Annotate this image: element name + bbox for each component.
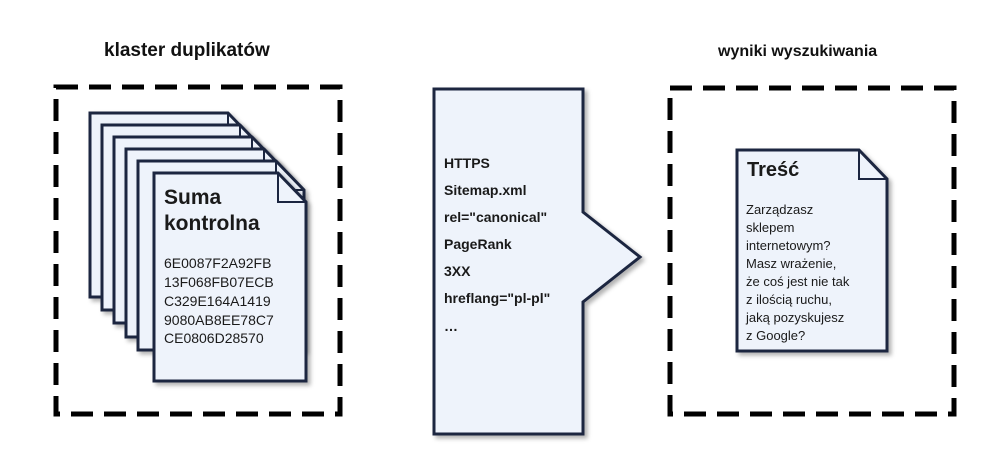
signal-item: 3XX [444,263,471,279]
signal-item: PageRank [444,236,512,252]
checksum-title-line2: kontrolna [164,212,260,235]
canonicalization-signals-arrow: HTTPS Sitemap.xml rel="canonical" PageRa… [432,87,643,436]
content-line: sklepem [746,220,794,235]
checksum-document: Suma kontrolna 6E0087F2A92FB 13F068FB07E… [152,171,308,383]
checksum-line: C329E164A1419 [164,293,271,309]
signal-item: Sitemap.xml [444,182,526,198]
checksum-line: 13F068FB07ECB [164,274,274,290]
right-panel-title: wyniki wyszukiwania [718,43,878,60]
signal-item: … [444,318,458,334]
content-line: z ilością ruchu, [746,292,832,307]
signal-item: rel="canonical" [444,209,547,225]
content-line: że coś jest nie tak [746,274,850,289]
content-line: jaką pozyskujesz [745,310,844,325]
signal-item: HTTPS [444,155,490,171]
content-line: Zarządzasz [746,202,813,217]
checksum-title-line1: Suma [164,186,222,209]
left-panel-title: klaster duplikatów [104,40,270,61]
signal-item: hreflang="pl-pl" [444,290,550,306]
content-title: Treść [747,159,799,181]
content-line: z Google? [746,328,805,343]
search-results-frame [667,85,957,417]
content-document: Treść Zarządzasz sklepem internetowym? M… [735,148,889,353]
checksum-line: 6E0087F2A92FB [164,255,271,271]
content-line: internetowym? [746,238,831,253]
duplicate-cluster-frame [53,84,343,417]
checksum-line: 9080AB8EE78C7 [164,312,274,328]
content-line: Masz wrażenie, [746,256,836,271]
checksum-line: CE0806D28570 [164,330,264,346]
